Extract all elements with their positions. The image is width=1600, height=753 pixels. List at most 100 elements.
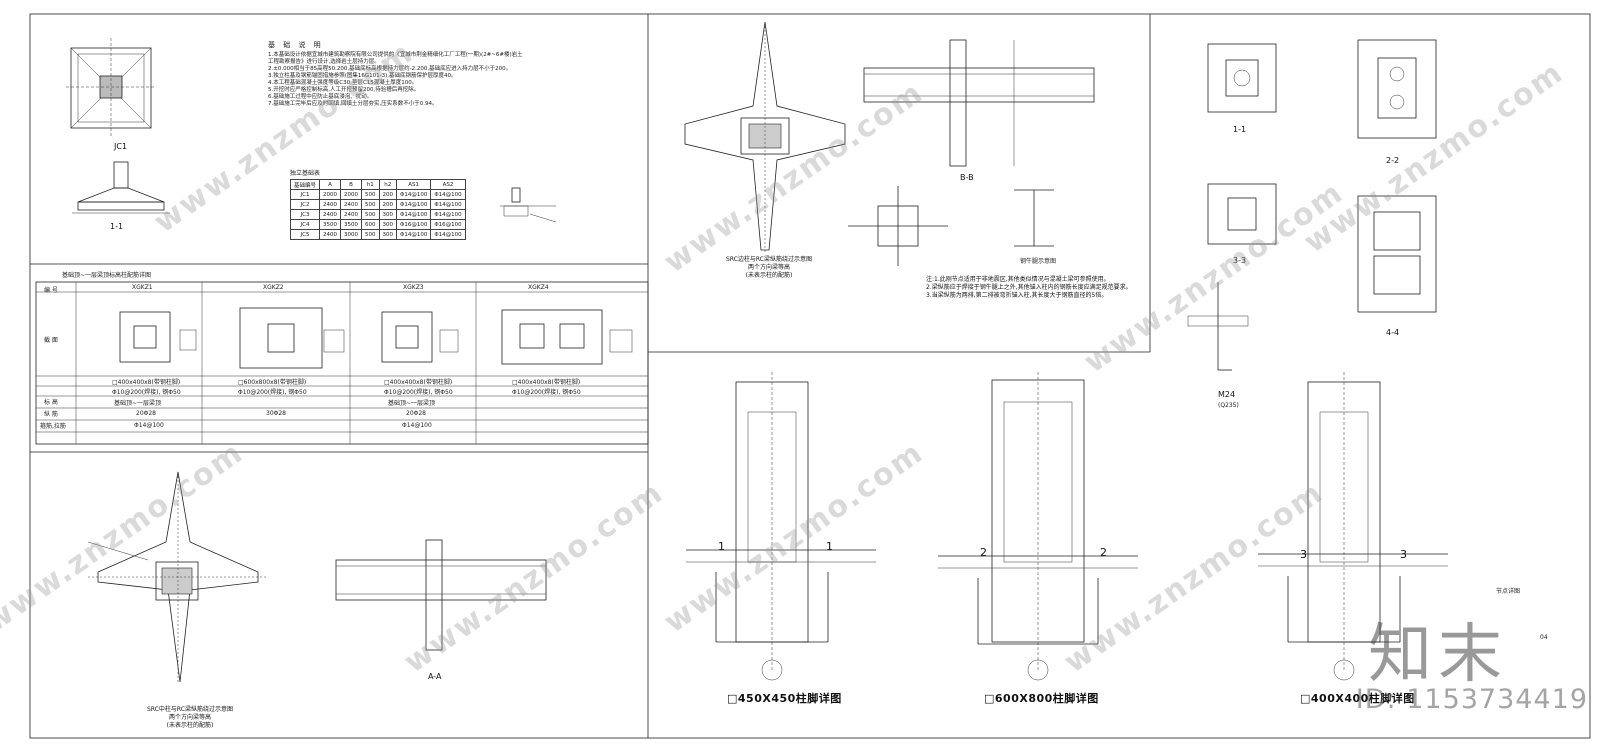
row-label: 截 面 bbox=[44, 337, 58, 344]
bracket-notes: 注:1.此刚节点适用于非地震区,其他类似情况与混凝土梁可参照使用。 2.梁纵筋应… bbox=[926, 276, 1136, 300]
note-item: 2.±0.000相当于85高程50.200,基础底标高根据持力层约-2.200,… bbox=[268, 66, 512, 72]
steel-section: □400x400x8(带钢柱脚) bbox=[512, 379, 581, 386]
base-detail-600-title: □600X800柱脚详图 bbox=[984, 692, 1099, 705]
column-id: XGKZ3 bbox=[403, 284, 424, 291]
steel-bracket-plan-drawing bbox=[848, 186, 948, 266]
caption-sub: (未表示柱的配筋) bbox=[166, 722, 214, 729]
table-cell: Φ14@100 bbox=[396, 189, 432, 200]
table-cell: 500 bbox=[361, 229, 380, 240]
table-header: 基础编号 bbox=[289, 179, 321, 190]
table-cell: 3500 bbox=[340, 219, 363, 230]
column-id: XGKZ1 bbox=[132, 284, 153, 291]
note-item: 2.梁纵筋应于焊接于钢牛腿上之外,其他锚入柱内的钢筋长度应满足规范要求。 bbox=[926, 284, 1132, 291]
section-3-3-label: 3-3 bbox=[1233, 256, 1247, 265]
note-item: 1.本基础设计依据宜城市建筑勘察院有限公司提供的《宜城市荆金精细化工厂工程(一期… bbox=[268, 52, 523, 65]
table-cell: JC2 bbox=[289, 199, 321, 210]
steel-section: □400x400x8(带钢柱脚) bbox=[112, 379, 181, 386]
base-plate-1-1-drawing bbox=[1207, 43, 1277, 113]
stirrup: Φ10@200(焊接), 钢Φ50 bbox=[112, 389, 181, 396]
row-label: 编 号 bbox=[44, 287, 58, 294]
table-cell: 2400 bbox=[319, 209, 342, 220]
steel-section: □600x800x8(带钢柱脚) bbox=[238, 379, 307, 386]
steel-bracket-section-drawing bbox=[1014, 189, 1054, 247]
jc1-section-drawing bbox=[72, 161, 170, 214]
main-bars: 20Φ28 bbox=[406, 410, 426, 417]
tie-bars: Φ14@100 bbox=[402, 422, 432, 429]
table-cell: 2400 bbox=[319, 199, 342, 210]
column-id: XGKZ4 bbox=[528, 284, 549, 291]
table-cell: 200 bbox=[378, 199, 398, 210]
base-plate-3-3-drawing bbox=[1207, 183, 1277, 245]
table-cell: 2400 bbox=[319, 229, 342, 240]
section-a-a-drawing bbox=[335, 539, 547, 651]
table-header: h2 bbox=[378, 179, 398, 190]
table-cell: 200 bbox=[378, 189, 398, 200]
base-detail-450-drawing bbox=[686, 372, 876, 681]
jc1-label: JC1 bbox=[114, 142, 128, 151]
table-cell: Φ14@100 bbox=[396, 209, 432, 220]
note-item: 3.独立柱基及钢筋锚固措施参照(图集16G101-3),基础底钢筋保护层厚度40… bbox=[268, 73, 457, 79]
base-detail-450-title: □450X450柱脚详图 bbox=[727, 692, 842, 705]
table-cell: 500 bbox=[361, 199, 380, 210]
table-cell: 600 bbox=[361, 219, 380, 230]
base-detail-400-drawing bbox=[1258, 372, 1448, 681]
table-cell: 300 bbox=[378, 229, 398, 240]
row-label: 标 高 bbox=[44, 399, 58, 406]
table-cell: 2400 bbox=[340, 209, 363, 220]
table-cell: 2400 bbox=[340, 199, 363, 210]
mark-2: 2 bbox=[980, 546, 987, 559]
section-1-1-label: 1-1 bbox=[1233, 125, 1247, 134]
section-4-4-label: 4-4 bbox=[1386, 328, 1400, 337]
table-header: AS1 bbox=[396, 179, 432, 190]
caption-title: SRC边柱与RC梁纵筋绕过示意图 bbox=[726, 256, 812, 263]
note-item: 7.基础施工完毕后应及时回填,回填土分层夯实,压实系数不小于0.94。 bbox=[268, 101, 438, 107]
tie-bars: Φ14@100 bbox=[134, 422, 164, 429]
src-mid-column-drawing bbox=[87, 471, 268, 683]
mark-3: 3 bbox=[1400, 548, 1407, 561]
note-item: 6.基础施工过程中应防止基底浸泡、扰动。 bbox=[268, 94, 373, 100]
mark-1: 1 bbox=[826, 540, 833, 553]
resource-id: ID: 1153734419 bbox=[1355, 684, 1588, 715]
base-plate-4-4-drawing bbox=[1357, 195, 1437, 313]
table-cell: Φ16@100 bbox=[430, 219, 466, 230]
caption-src-edge: SRC边柱与RC梁纵筋绕过示意图 两个方向梁等高 (未表示柱的配筋) bbox=[704, 256, 834, 280]
table-cell: 3000 bbox=[340, 229, 363, 240]
table-header: AS2 bbox=[430, 179, 466, 190]
table-cell: 300 bbox=[378, 219, 398, 230]
main-bars: 20Φ28 bbox=[136, 410, 156, 417]
caption-sub: (未表示柱的配筋) bbox=[745, 272, 793, 279]
note-item: 4.本工程基础混凝土强度等级C30;垫层C15混凝土厚度100。 bbox=[268, 80, 418, 86]
steel-section: □400x400x8(带钢柱脚) bbox=[384, 379, 453, 386]
table-cell: 500 bbox=[361, 189, 380, 200]
table-cell: 3500 bbox=[319, 219, 342, 230]
table-cell: Φ14@100 bbox=[430, 189, 466, 200]
base-detail-600-drawing bbox=[938, 372, 1138, 681]
table-cell: Φ14@100 bbox=[430, 209, 466, 220]
table-cell: Φ14@100 bbox=[430, 199, 466, 210]
foundation-table-title: 独立基础表 bbox=[290, 170, 321, 177]
page-number: 04 bbox=[1540, 634, 1548, 641]
table-header: B bbox=[340, 179, 363, 190]
column-id: XGKZ2 bbox=[263, 284, 284, 291]
foundation-notes: 基 础 说 明 1.本基础设计依据宜城市建筑勘察院有限公司提供的《宜城市荆金精细… bbox=[268, 42, 528, 108]
brand-logo: 知末 bbox=[1368, 618, 1508, 692]
section-a-a-label: A-A bbox=[428, 672, 442, 681]
stirrup: Φ10@200(焊接), 钢Φ50 bbox=[512, 389, 581, 396]
table-cell: 2000 bbox=[340, 189, 363, 200]
m24-sub-label: (Q235) bbox=[1218, 402, 1239, 409]
table-cell: Φ14@100 bbox=[430, 229, 466, 240]
height-range: 基础顶~一层梁顶 bbox=[388, 400, 436, 407]
table-cell: 500 bbox=[361, 209, 380, 220]
note-item: 注:1.此刚节点适用于非地震区,其他类似情况与混凝土梁可参照使用。 bbox=[926, 276, 1110, 283]
table-cell: JC5 bbox=[289, 229, 321, 240]
soil-section-sketch bbox=[500, 187, 557, 223]
table-cell: JC4 bbox=[289, 219, 321, 230]
base-detail-400-title: □400X400柱脚详图 bbox=[1300, 692, 1415, 705]
row-label: 箍筋,拉筋 bbox=[40, 423, 66, 430]
